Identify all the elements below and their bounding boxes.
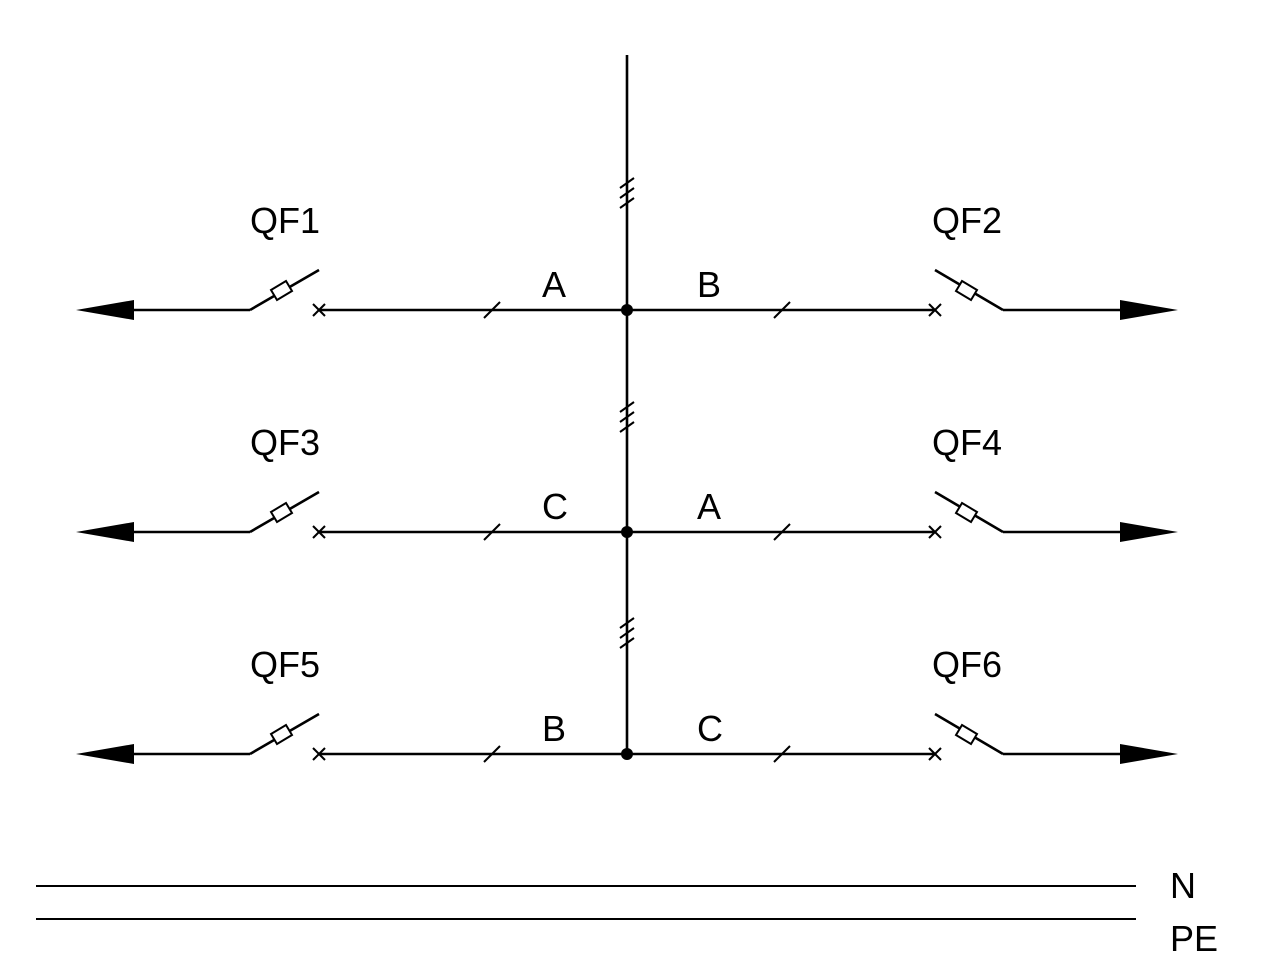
right-single-phase-mark — [773, 523, 791, 541]
right-terminal-mark — [928, 525, 942, 539]
right-single-phase-mark — [773, 301, 791, 319]
right-phase-label: B — [697, 264, 721, 305]
left-phase-label: A — [542, 264, 566, 305]
three-phase-mark-top — [619, 177, 635, 209]
left-terminal-mark — [312, 525, 326, 539]
left-breaker-trip-box — [269, 723, 294, 746]
right-breaker-trip-box — [954, 279, 979, 302]
right-breaker-trip-box — [954, 501, 979, 524]
right-single-phase-mark — [773, 745, 791, 763]
left-arrow-icon — [76, 744, 134, 764]
left-phase-label: B — [542, 708, 566, 749]
left-single-phase-mark — [483, 745, 501, 763]
right-phase-label: A — [697, 486, 721, 527]
right-arrow-icon — [1120, 522, 1178, 542]
right-breaker-label: QF2 — [932, 200, 1002, 241]
left-terminal-mark — [312, 303, 326, 317]
right-arrow-icon — [1120, 744, 1178, 764]
left-breaker-trip-box — [269, 501, 294, 524]
neutral-label: N — [1170, 865, 1196, 906]
left-single-phase-mark — [483, 523, 501, 541]
three-phase-mark-middle — [619, 401, 635, 433]
left-phase-label: C — [542, 486, 568, 527]
left-breaker-label: QF5 — [250, 644, 320, 685]
left-breaker-label: QF1 — [250, 200, 320, 241]
left-single-phase-mark — [483, 301, 501, 319]
left-breaker-trip-box — [269, 279, 294, 302]
right-breaker-label: QF4 — [932, 422, 1002, 463]
right-phase-label: C — [697, 708, 723, 749]
left-arrow-icon — [76, 300, 134, 320]
left-terminal-mark — [312, 747, 326, 761]
right-breaker-trip-box — [954, 723, 979, 746]
right-breaker-label: QF6 — [932, 644, 1002, 685]
right-terminal-mark — [928, 303, 942, 317]
right-terminal-mark — [928, 747, 942, 761]
left-breaker-label: QF3 — [250, 422, 320, 463]
three-phase-mark-bottom — [619, 617, 635, 649]
pe-label: PE — [1170, 918, 1218, 959]
right-arrow-icon — [1120, 300, 1178, 320]
left-arrow-icon — [76, 522, 134, 542]
